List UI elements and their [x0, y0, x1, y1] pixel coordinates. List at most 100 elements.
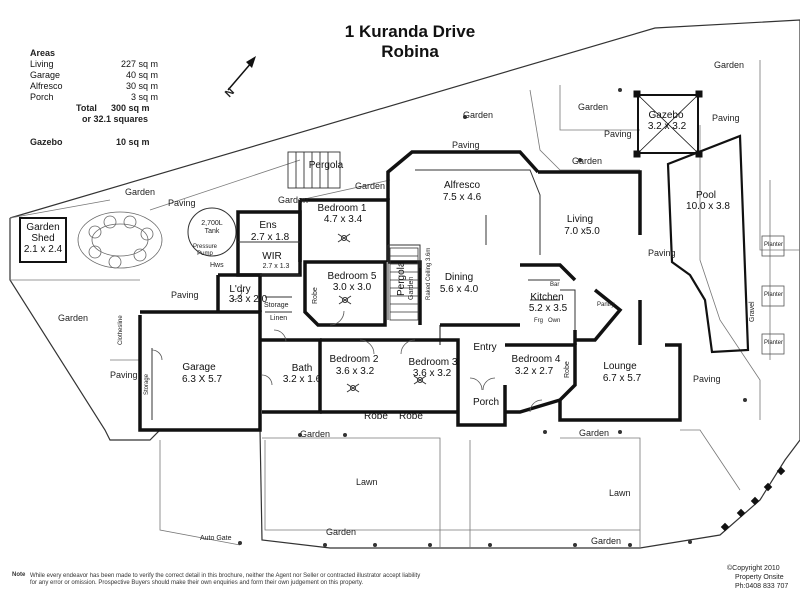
pergola-top-label: Pergola: [308, 160, 344, 171]
garden-label-6: Garden: [278, 195, 309, 205]
garden-label-9: Garden: [300, 429, 331, 439]
gazebo-area-label: Gazebo: [30, 137, 63, 147]
alfresco-dim: 7.5 x 4.6: [442, 192, 482, 203]
entry-label: Entry: [473, 342, 497, 353]
dining-dim: 5.6 x 4.0: [439, 284, 479, 295]
linen-label: Linen: [270, 315, 288, 322]
garden-shed-dim: 2.1 x 2.4: [23, 244, 63, 255]
bedroom1-dim: 4.7 x 3.4: [323, 214, 363, 225]
pergola-mid-label: Pergola: [396, 261, 407, 296]
kitchen-dim: 5.2 x 3.5: [528, 303, 568, 314]
lawn-label-2: Lawn: [609, 488, 631, 498]
garden-label-11: Garden: [326, 527, 357, 537]
gazebo-label: Gazebo: [648, 110, 684, 121]
laundry-label: L'dry: [229, 284, 251, 295]
garden-label-12: Garden: [591, 536, 622, 546]
paving-label-3: Paving: [452, 140, 480, 150]
plan-title-line2: Robina: [381, 42, 439, 61]
porch-label: Porch: [472, 397, 500, 408]
bedroom2-label: Bedroom 2: [329, 354, 379, 365]
kitchen-label: Kitchen: [530, 292, 564, 303]
clothesline-label: Clothesline: [118, 315, 124, 345]
ceiling-fan-icons: [337, 233, 427, 393]
note-label: Note: [12, 572, 26, 578]
garden-label-8: Garden: [58, 313, 89, 323]
storage-garage-label: Storage: [144, 373, 150, 395]
bedroom5-dim: 3.0 x 3.0: [332, 282, 372, 293]
lounge-label: Lounge: [603, 361, 637, 372]
area-total-value: 300 sq m: [111, 103, 150, 113]
ensuite-label: Ens: [259, 220, 277, 231]
oven-label: Own: [548, 318, 561, 324]
tank-outline: [187, 207, 237, 257]
garage-label: Garage: [182, 362, 216, 373]
robe-b5-label: Robe: [312, 287, 319, 304]
laundry-dim: 3.3 x 2.0: [228, 294, 268, 305]
gazebo-area-value: 10 sq m: [116, 137, 150, 147]
bar-label: Bar: [550, 282, 560, 288]
dining-label: Dining: [444, 272, 474, 283]
planters: [761, 235, 785, 355]
garden-label-10: Garden: [579, 428, 610, 438]
wir-label: WIR: [262, 251, 282, 262]
gazebo-outline: [633, 90, 703, 158]
planter-label-3: Planter: [764, 340, 784, 346]
raked-ceiling-label: Raked Ceiling 3.6m: [426, 247, 432, 300]
lawn-label-1: Lawn: [356, 477, 378, 487]
storage-small-label: Storage: [264, 302, 289, 309]
garden-dots: [238, 88, 747, 547]
living-label: Living: [566, 214, 594, 225]
fridge-label: Frg: [534, 318, 543, 324]
bedroom1-label: Bedroom 1: [317, 203, 367, 214]
bedroom3-dim: 3.6 x 3.2: [412, 368, 452, 379]
garden-label-4: Garden: [572, 156, 603, 166]
interior-lines: [151, 169, 576, 420]
planter-label-2: Planter: [764, 292, 784, 298]
company-phone: Ph:0408 833 707: [735, 583, 789, 590]
garden-label-1: Garden: [714, 60, 745, 70]
plan-title-line1: 1 Kuranda Drive: [344, 22, 476, 41]
pergola-mid: [389, 247, 419, 321]
paving-label-5: Paving: [648, 248, 676, 258]
gravel-label: Gravel: [749, 301, 756, 322]
property-boundary: [9, 19, 800, 549]
bedroom3-label: Bedroom 3: [408, 357, 458, 368]
paving-label-2: Paving: [604, 129, 632, 139]
garden-shed-label: Garden Shed: [26, 222, 60, 244]
bedroom5-label: Bedroom 5: [327, 271, 377, 282]
bath-label: Bath: [291, 363, 313, 374]
paving-label-6: Paving: [171, 290, 199, 300]
pressure-pump-label: Pressure Pump: [192, 244, 217, 257]
garden-label-3: Garden: [463, 110, 494, 120]
robe-b4-label: Robe: [564, 361, 571, 378]
paving-label-8: Paving: [693, 374, 721, 384]
bath-dim: 3.2 x 1.6: [282, 374, 322, 385]
paving-label-1: Paving: [712, 113, 740, 123]
garden-shed-outline: [19, 217, 67, 263]
planter-label-1: Planter: [764, 242, 784, 248]
garden-small-label: Garden: [408, 276, 415, 300]
gazebo-dim: 3.2 x 3.2: [647, 121, 687, 132]
pantry-label: Pantry: [597, 302, 615, 308]
compass-arrow-icon: [227, 56, 256, 91]
site-lines: [9, 60, 800, 548]
fence-posts: [720, 466, 786, 532]
alfresco-label: Alfresco: [443, 180, 481, 191]
note-line1: While every endeavor has been made to ve…: [30, 573, 421, 579]
garden-label-7: Garden: [125, 187, 156, 197]
robe2-label: Robe: [399, 411, 423, 422]
garden-label-5: Garden: [355, 181, 386, 191]
area-total-label: Total: [76, 103, 97, 113]
paving-label-7: Paving: [110, 370, 138, 380]
wir-dim: 2.7 x 1.3: [262, 263, 290, 270]
tank-label: 2,700L Tank: [201, 220, 223, 235]
paving-label-4: Paving: [168, 198, 196, 208]
bedroom2-dim: 3.6 x 3.2: [335, 366, 375, 377]
garden-bed: [77, 211, 163, 269]
ensuite-dim: 2.7 x 1.8: [250, 232, 290, 243]
bedroom4-label: Bedroom 4: [511, 354, 561, 365]
living-dim: 7.0 x5.0: [564, 226, 600, 237]
pool-label: Pool: [695, 190, 717, 201]
robe1-label: Robe: [364, 411, 388, 422]
